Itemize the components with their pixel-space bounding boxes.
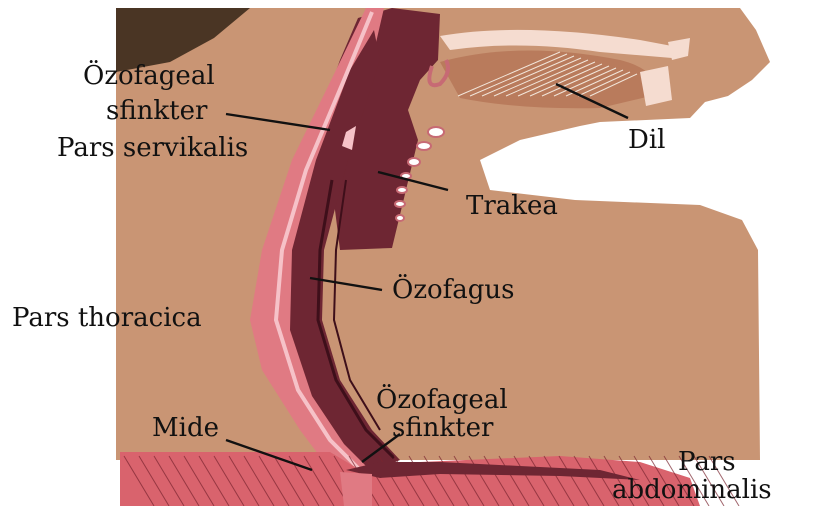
label-ozofagus: Özofagus	[392, 276, 515, 304]
label-ozofageal-lower-line2: sfinkter	[392, 414, 493, 442]
tracheal-ring	[397, 187, 407, 193]
label-trakea: Trakea	[466, 192, 558, 220]
tracheal-ring	[417, 142, 431, 150]
cardia	[340, 472, 372, 506]
label-mide: Mide	[152, 414, 219, 442]
label-ozofageal-upper-line1: Özofageal	[83, 62, 215, 90]
tracheal-ring	[395, 201, 405, 207]
label-dil: Dil	[628, 126, 665, 154]
label-pars-abdominalis-line1: Pars	[678, 448, 736, 476]
label-ozofageal-lower-line1: Özofageal	[376, 386, 508, 414]
label-ozofageal-upper-line2: sfinkter	[106, 97, 207, 125]
tracheal-ring	[396, 215, 404, 221]
tracheal-ring	[408, 158, 420, 166]
label-pars-abdominalis-line2: abdominalis	[612, 476, 772, 504]
label-pars-thoracica: Pars thoracica	[12, 304, 202, 332]
label-pars-servikalis: Pars servikalis	[57, 134, 248, 162]
tracheal-ring	[428, 127, 444, 137]
